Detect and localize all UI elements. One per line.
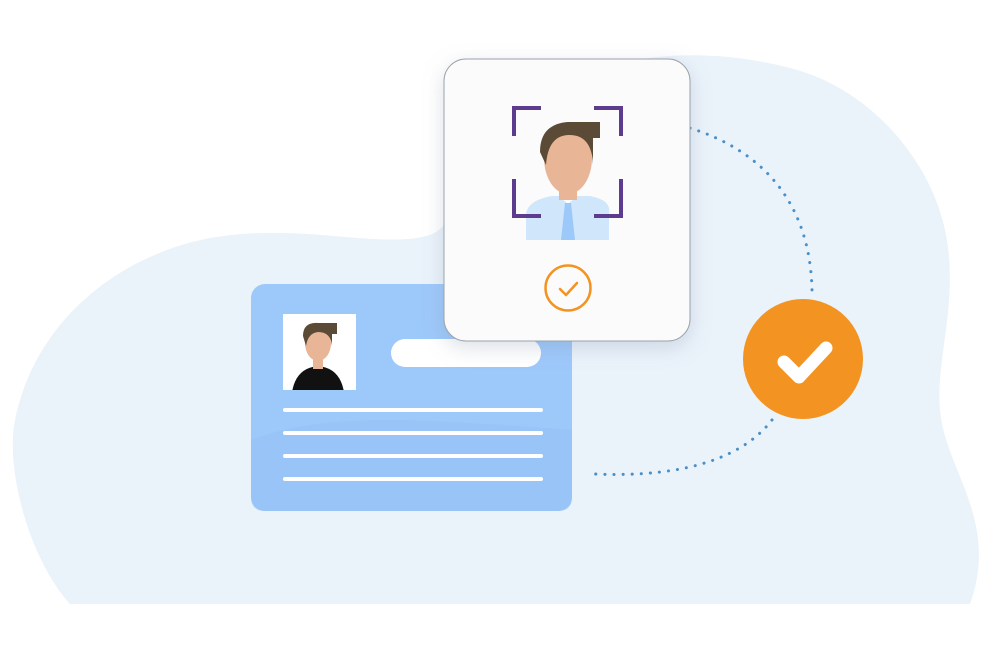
id-card-name-field [391, 339, 541, 367]
id-card-line-3 [283, 454, 543, 458]
scan-frame-corners [512, 106, 623, 218]
face-scan-icon [526, 122, 610, 240]
id-card-shading [251, 420, 572, 511]
id-card-photo [283, 314, 356, 390]
id-card-line-4 [283, 477, 543, 481]
id-card-line-2 [283, 431, 543, 435]
face-scan-card [443, 58, 691, 342]
id-card-line-1 [283, 408, 543, 412]
check-circle-filled-icon [743, 299, 863, 419]
check-circle-outline-icon [544, 264, 592, 312]
dotted-connector-path [688, 126, 814, 292]
